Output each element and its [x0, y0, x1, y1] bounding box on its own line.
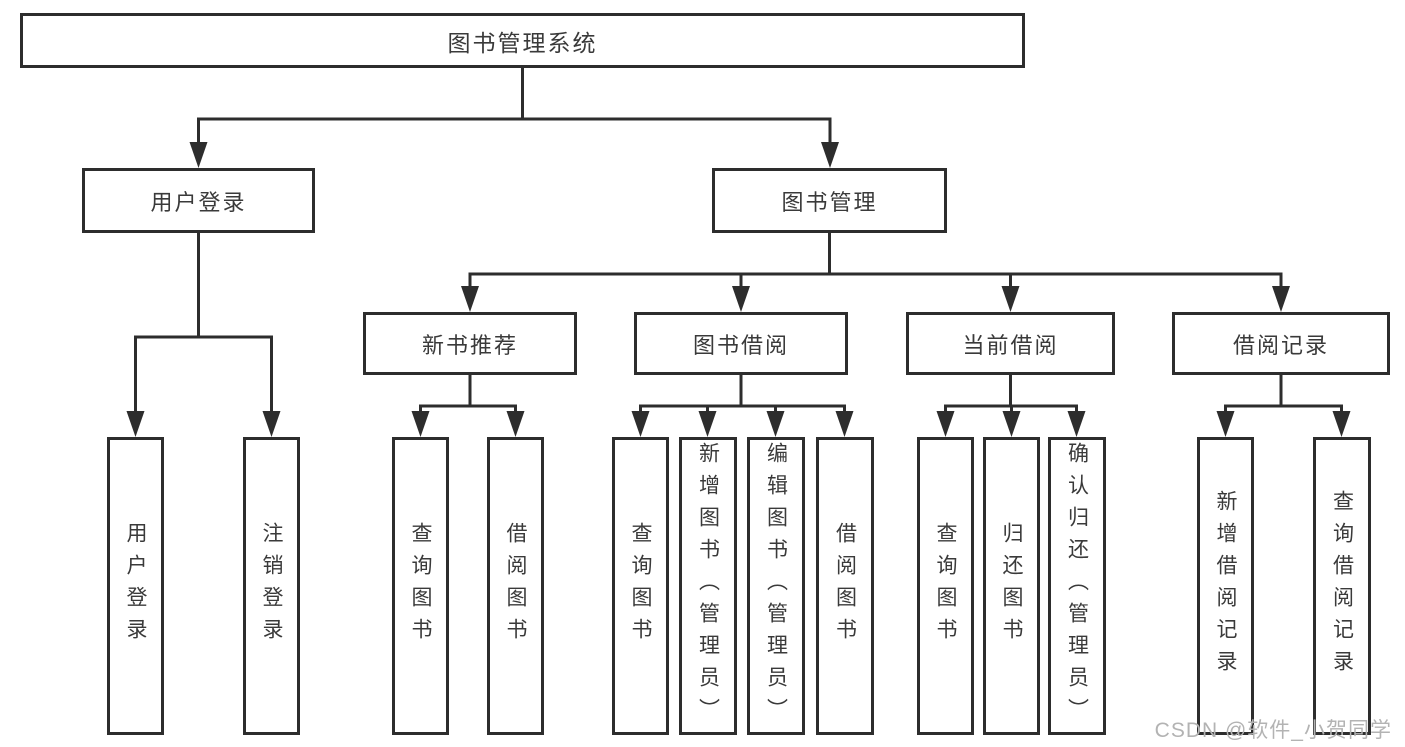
- leaf-add-borrow-record: 新增借阅记录: [1197, 437, 1254, 735]
- node-new-book-recommend: 新书推荐: [363, 312, 577, 375]
- leaf-query-books-recommend: 查询图书: [392, 437, 449, 735]
- node-book-management: 图书管理: [712, 168, 947, 233]
- node-label: 图书管理: [781, 189, 878, 215]
- node-label: 查询图书: [629, 522, 652, 650]
- node-label: 图书借阅: [692, 332, 789, 358]
- node-label: 借阅图书: [504, 522, 527, 650]
- leaf-query-borrow-record: 查询借阅记录: [1313, 437, 1371, 735]
- node-label: 新增图书（管理员）: [696, 442, 720, 730]
- node-label: 编辑图书（管理员）: [764, 442, 788, 730]
- node-book-borrowing: 图书借阅: [634, 312, 848, 375]
- node-label: 新增借阅记录: [1214, 490, 1237, 682]
- node-label: 当前借阅: [962, 332, 1059, 358]
- node-label: 用户登录: [124, 522, 147, 650]
- node-label: 查询图书: [934, 522, 957, 650]
- connector-lines: [134, 68, 1343, 413]
- node-label: 查询图书: [409, 522, 432, 650]
- node-user-login: 用户登录: [82, 168, 315, 233]
- node-label: 借阅记录: [1232, 332, 1329, 358]
- node-label: 图书管理系统: [447, 29, 598, 56]
- leaf-add-book-admin: 新增图书（管理员）: [679, 437, 737, 735]
- node-label: 注销登录: [260, 522, 283, 650]
- leaf-query-books-borrow: 查询图书: [612, 437, 669, 735]
- node-borrow-records: 借阅记录: [1172, 312, 1390, 375]
- leaf-borrow-books-recommend: 借阅图书: [487, 437, 544, 735]
- leaf-user-login: 用户登录: [107, 437, 164, 735]
- leaf-edit-book-admin: 编辑图书（管理员）: [747, 437, 805, 735]
- arrowhead-down-icons: [126, 142, 1351, 437]
- node-label: 查询借阅记录: [1330, 490, 1354, 682]
- node-label: 借阅图书: [833, 522, 857, 650]
- leaf-logout: 注销登录: [243, 437, 300, 735]
- node-root: 图书管理系统: [20, 13, 1025, 68]
- leaf-return-books: 归还图书: [983, 437, 1040, 735]
- leaf-confirm-return-admin: 确认归还（管理员）: [1048, 437, 1106, 735]
- node-label: 归还图书: [1000, 522, 1023, 650]
- leaf-borrow-books: 借阅图书: [816, 437, 874, 735]
- node-label: 确认归还（管理员）: [1065, 442, 1089, 730]
- leaf-query-books-current: 查询图书: [917, 437, 974, 735]
- node-label: 用户登录: [150, 189, 247, 215]
- node-label: 新书推荐: [421, 332, 518, 358]
- node-current-borrowing: 当前借阅: [906, 312, 1115, 375]
